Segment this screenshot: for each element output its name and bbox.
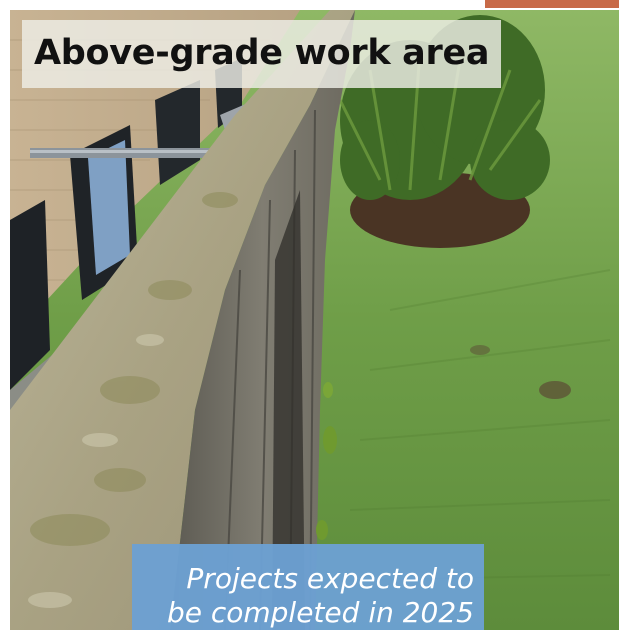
page-title: Above-grade work area — [34, 33, 490, 73]
title-banner: Above-grade work area — [22, 20, 502, 88]
caption-text: Projects expected to be completed in 202… — [167, 562, 474, 630]
caption-line-2: be completed in 2025 — [166, 596, 474, 629]
caption-banner: Projects expected to be completed in 202… — [132, 544, 484, 630]
photo-concrete-wall-and-lawn — [10, 10, 619, 630]
caption-line-1: Projects expected to — [186, 562, 474, 595]
accent-bar — [485, 0, 619, 8]
